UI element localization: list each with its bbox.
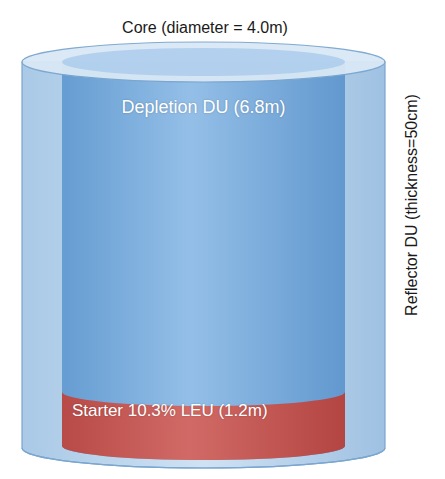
starter-region: [62, 392, 345, 460]
core-top: [62, 48, 345, 76]
region-label: Depletion DU (6.8m): [64, 96, 343, 119]
core-label: Core (diameter = 4.0m): [105, 18, 305, 38]
depletion-region: Depletion DU (6.8m): [64, 96, 343, 119]
reflector-body: [22, 62, 385, 468]
core-body: [62, 62, 345, 460]
starter-region: Starter 10.3% LEU (1.2m): [72, 400, 302, 422]
reflector-label: Reflector DU (thickness=50cm): [402, 55, 422, 355]
reflector-top: [22, 42, 385, 82]
reflector-front-edge: [22, 448, 385, 468]
region-label: Starter 10.3% LEU (1.2m): [72, 400, 302, 422]
